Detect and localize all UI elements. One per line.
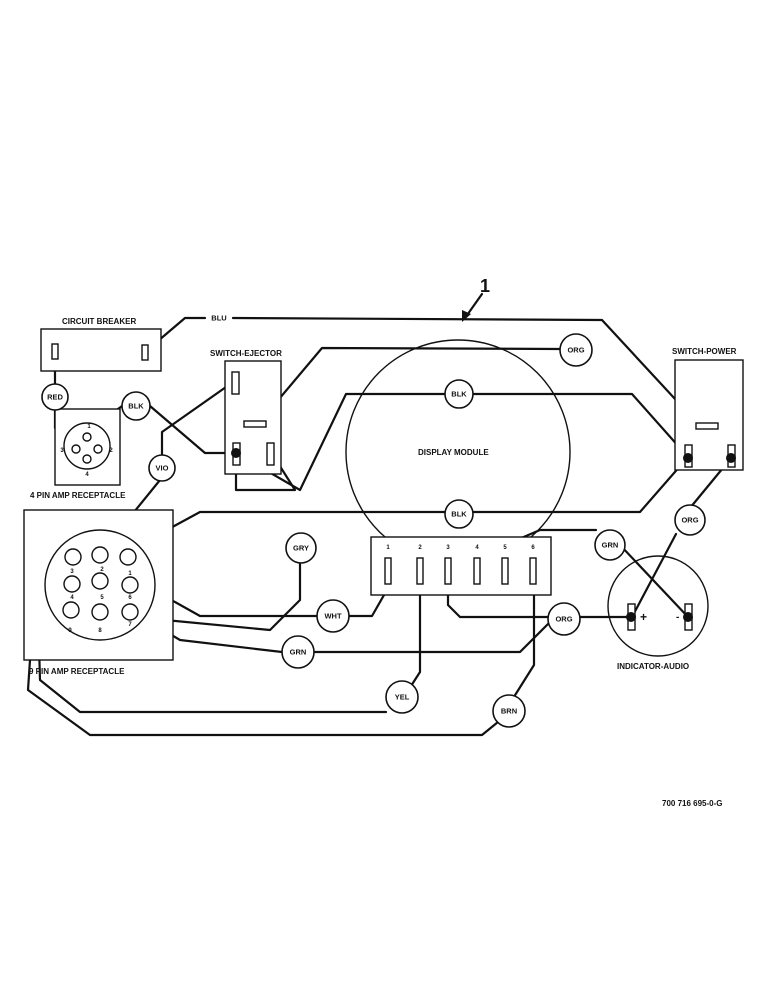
tag-org-audio: ORG (547, 602, 581, 636)
indicator-plus: + (640, 610, 647, 624)
switch-power-label: SWITCH-POWER (672, 347, 737, 356)
svg-text:VIO: VIO (156, 464, 169, 473)
svg-text:7: 7 (128, 622, 132, 628)
tag-grn-right: GRN (594, 529, 626, 561)
svg-text:GRN: GRN (290, 648, 307, 657)
switch-ejector-label: SWITCH-EJECTOR (210, 349, 282, 358)
svg-text:5: 5 (100, 595, 104, 601)
wire-org-top (256, 346, 562, 426)
switch-ejector: SWITCH-EJECTOR (210, 349, 282, 475)
display-terminals: 1 2 3 4 5 6 (384, 545, 537, 585)
svg-text:6: 6 (128, 595, 132, 601)
tag-gry: GRY (285, 532, 317, 564)
svg-text:BLK: BLK (451, 390, 467, 399)
svg-text:1: 1 (128, 571, 132, 577)
circuit-breaker: CIRCUIT BREAKER (40, 317, 162, 372)
callout-arrowhead (462, 310, 471, 322)
svg-text:8: 8 (98, 628, 102, 634)
svg-text:YEL: YEL (395, 693, 410, 702)
svg-text:ORG: ORG (681, 516, 698, 525)
indicator-audio: + - INDICATOR-AUDIO (607, 555, 709, 671)
svg-text:BLK: BLK (451, 510, 467, 519)
wire-tags: BLU RED BLK VIO ORG BLK BLK GRY WHT GRN … (41, 314, 706, 728)
part-number: 700 716 695-0-G (662, 799, 723, 808)
svg-text:3: 3 (60, 448, 64, 454)
svg-text:4: 4 (70, 595, 74, 601)
svg-text:ORG: ORG (555, 615, 572, 624)
svg-text:BRN: BRN (501, 707, 517, 716)
svg-text:2: 2 (109, 448, 113, 454)
display-module: DISPLAY MODULE 1 2 3 4 5 6 (345, 339, 571, 596)
nine-pin-receptacle: 1 2 3 4 5 6 7 8 9 9 PIN AMP RECEPTACLE (23, 509, 174, 676)
nine-pin-label: 9 PIN AMP RECEPTACLE (29, 667, 125, 676)
callout: 1 (462, 276, 490, 322)
svg-text:GRN: GRN (602, 541, 619, 550)
tag-blk-left: BLK (121, 391, 151, 421)
tag-vio: VIO (148, 454, 176, 482)
svg-text:4: 4 (475, 545, 479, 551)
svg-text:2: 2 (100, 567, 104, 573)
circuit-breaker-label: CIRCUIT BREAKER (62, 317, 136, 326)
tag-blk-upper: BLK (444, 379, 474, 409)
tag-red: RED (41, 383, 69, 411)
tag-org-top: ORG (559, 333, 593, 367)
tag-org-right: ORG (674, 504, 706, 536)
svg-text:2: 2 (418, 545, 422, 551)
tag-yel: YEL (385, 680, 419, 714)
callout-number: 1 (480, 276, 490, 296)
svg-text:ORG: ORG (567, 346, 584, 355)
four-pin-label: 4 PIN AMP RECEPTACLE (30, 491, 126, 500)
tag-wht: WHT (316, 599, 350, 633)
switch-power: SWITCH-POWER (672, 347, 744, 471)
tag-grn-lower: GRN (281, 635, 315, 669)
indicator-audio-label: INDICATOR-AUDIO (617, 662, 689, 671)
svg-text:3: 3 (446, 545, 450, 551)
svg-text:4: 4 (85, 472, 89, 478)
svg-text:WHT: WHT (324, 612, 341, 621)
svg-text:RED: RED (47, 393, 63, 402)
tag-brn: BRN (492, 694, 526, 728)
svg-text:1: 1 (87, 424, 91, 430)
svg-text:1: 1 (386, 545, 390, 551)
svg-text:GRY: GRY (293, 544, 309, 553)
display-module-label: DISPLAY MODULE (418, 448, 489, 457)
wire-org-right (630, 455, 734, 619)
indicator-minus: - (676, 612, 679, 623)
svg-text:3: 3 (70, 569, 74, 575)
tag-blu: BLU (211, 314, 226, 323)
four-pin-receptacle: 1 2 3 4 4 PIN AMP RECEPTACLE (30, 408, 126, 500)
svg-text:5: 5 (503, 545, 507, 551)
svg-text:BLK: BLK (128, 402, 144, 411)
svg-text:9: 9 (68, 628, 72, 634)
tag-blk-lower: BLK (444, 499, 474, 529)
svg-text:6: 6 (531, 545, 535, 551)
